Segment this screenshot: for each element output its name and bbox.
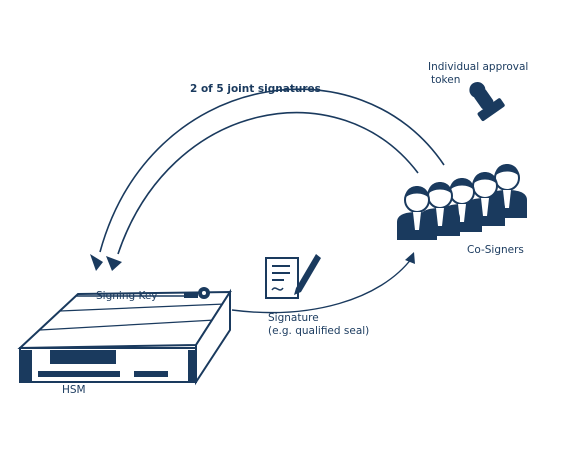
signature-label-line2: (e.g. qualified seal) (268, 325, 370, 337)
person-icon (397, 186, 437, 240)
document-pen-icon (265, 254, 321, 299)
joint-signatures-label: 2 of 5 joint signatures (190, 83, 321, 95)
arrow-head-2 (106, 256, 122, 271)
key-icon (76, 287, 210, 299)
stamp-icon (469, 81, 505, 121)
signing-key-label: Signing Key (96, 290, 158, 302)
arc-outer (99, 88, 445, 253)
arrow-head-1 (90, 254, 103, 271)
person-icon (465, 172, 505, 226)
approval-token-label-line1: Individual approval (428, 61, 529, 73)
joint-signature-arrows (99, 88, 445, 255)
hsm-label: HSM (62, 384, 86, 396)
arc-inner (117, 111, 419, 255)
cosigners-label: Co-Signers (467, 244, 524, 256)
signature-arrow-head (405, 252, 415, 264)
arrow-heads (90, 254, 122, 271)
signature-arrow (231, 257, 413, 314)
approval-token-label-line2: token (431, 74, 461, 86)
hsm-device-icon (17, 288, 232, 386)
cosigners-group (397, 164, 527, 240)
person-icon (487, 164, 527, 218)
signature-label-line1: Signature (268, 312, 319, 324)
